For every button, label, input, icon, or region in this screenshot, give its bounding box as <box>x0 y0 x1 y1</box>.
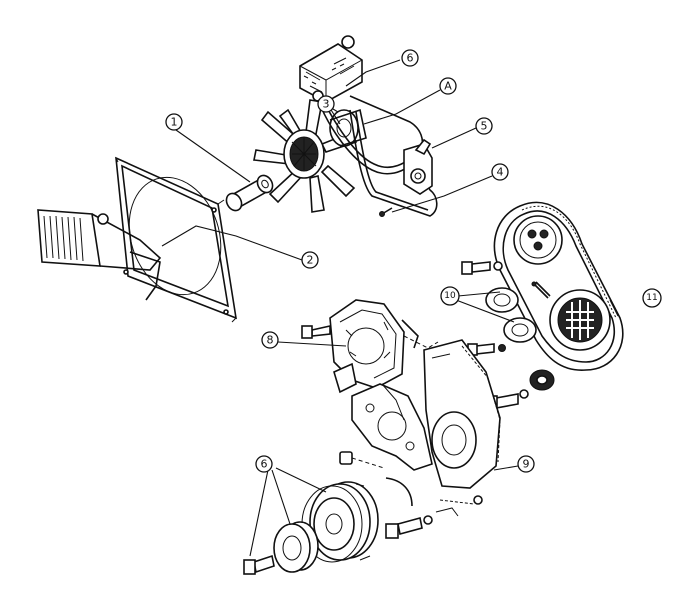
callout-8: 8 <box>261 331 279 349</box>
callout-11: 11 <box>642 288 662 308</box>
callout-9-label: 9 <box>523 458 530 471</box>
callout-2: 2 <box>301 251 319 269</box>
callout-4-label: 4 <box>497 166 504 179</box>
belt-tensioner <box>403 138 433 195</box>
radiator <box>37 209 162 301</box>
alternator <box>299 35 363 103</box>
cooling-fan <box>253 99 358 213</box>
callout-10: 10 <box>440 286 460 306</box>
lower-timing-cover <box>423 339 501 489</box>
timing-belt <box>493 201 624 371</box>
timing-tensioner <box>485 281 551 343</box>
callout-a: A <box>439 77 457 95</box>
callout-2-label: 2 <box>307 254 314 267</box>
crank-sprocket <box>529 369 555 391</box>
callout-10-label: 10 <box>444 291 456 301</box>
camshaft-sprocket <box>513 215 563 265</box>
pulley-hub <box>273 521 319 573</box>
callout-5-label: 5 <box>481 120 488 133</box>
pump-sprocket <box>549 289 611 351</box>
callout-11-label: 11 <box>646 293 657 303</box>
fan-shroud <box>115 156 238 323</box>
callout-a-label: A <box>444 80 452 93</box>
callout-6-bottom-label: 6 <box>261 458 268 471</box>
callout-9: 9 <box>517 455 535 473</box>
callout-3-label: 3 <box>323 98 330 111</box>
fan-spacer <box>225 174 274 212</box>
rear-timing-plate <box>333 362 433 471</box>
small-bolt <box>379 207 393 217</box>
callout-5: 5 <box>475 117 493 135</box>
callout-1-label: 1 <box>171 116 178 129</box>
callout-1: 1 <box>165 113 183 131</box>
callout-6-top-label: 6 <box>407 52 414 65</box>
small-fasteners <box>339 451 483 539</box>
upper-timing-cover <box>301 299 439 389</box>
callout-4: 4 <box>491 163 509 181</box>
crank-bolt <box>243 554 275 575</box>
crankshaft-pulley <box>301 481 379 563</box>
callout-6-bottom: 6 <box>255 455 273 473</box>
callout-6-top: 6 <box>401 49 419 67</box>
callout-3: 3 <box>317 95 335 113</box>
callout-8-label: 8 <box>267 334 274 347</box>
leader-lines <box>161 59 619 557</box>
